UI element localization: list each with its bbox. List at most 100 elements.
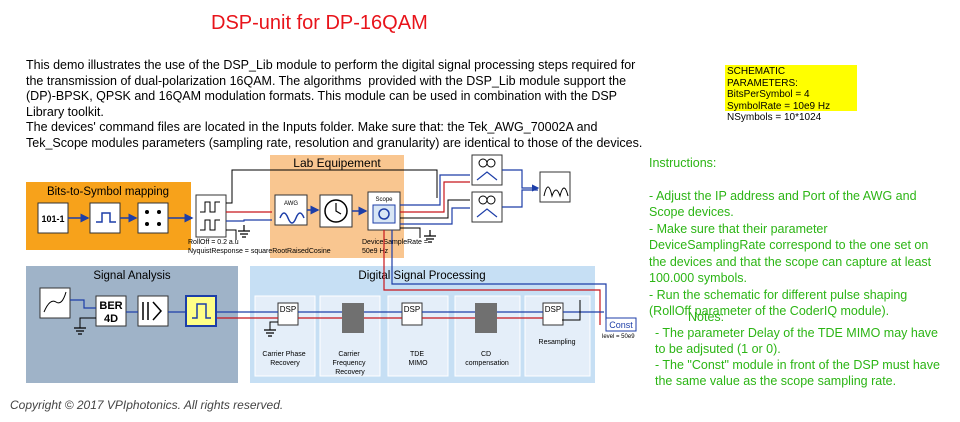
instruction-item: - Make sure that their parameter DeviceS… (649, 221, 935, 286)
wire (562, 300, 581, 321)
analysis-display-block[interactable] (39, 287, 71, 319)
notes-block: Notes: - The parameter Delay of the TDE … (655, 309, 950, 389)
curve-icon (43, 291, 67, 313)
wire (383, 230, 601, 325)
notes-heading: Notes: (688, 310, 725, 324)
note-item: - The "Const" module in front of the DSP… (655, 358, 944, 388)
coder-rolloff-param: RollOff = 0.2 a.u (188, 239, 239, 246)
wire (400, 207, 470, 225)
dsp-block-label: DSP (404, 305, 420, 314)
schematic-parameter: NSymbols = 10*1024 (727, 112, 822, 123)
dsp-group-title: Digital Signal Processing (358, 270, 485, 282)
ground-icon (74, 327, 86, 335)
wire (226, 229, 237, 240)
note-item: - The parameter Delay of the TDE MIMO ma… (655, 326, 942, 356)
decision-icon (142, 301, 163, 321)
schematic-parameters-box: SCHEMATIC PARAMETERS: BitsPerSymbol = 4 … (725, 65, 857, 123)
page-title: DSP-unit for DP-16QAM (211, 12, 428, 34)
instructions-heading: Instructions: (649, 156, 717, 170)
schematic-parameter: SymbolRate = 10e9 Hz (727, 100, 831, 112)
instruction-item: - Run the schematic for different pulse … (649, 287, 911, 319)
dsp-block[interactable] (542, 302, 564, 326)
scope-label: Scope (375, 197, 393, 203)
description-line: Library toolkit. (26, 104, 104, 119)
dsp-stage-label: Carrier Frequency Recovery (332, 351, 367, 376)
pulse-shaper-block[interactable] (195, 194, 227, 238)
instructions-block: Instructions: - Adjust the IP address an… (649, 155, 939, 320)
dsp-stage-label: TDE MIMO (408, 351, 428, 367)
clock-hands (335, 203, 342, 215)
wire (269, 321, 278, 330)
wire (400, 174, 470, 206)
copyright-text: Copyright © 2017 VPIphotonics. All right… (10, 398, 284, 412)
analyzer-icon (486, 158, 496, 168)
coder-block[interactable] (89, 202, 121, 234)
lab-equipment-title: Lab Equipement (293, 156, 381, 170)
description-line: Tek_Scope modules parameters (sampling r… (26, 135, 643, 150)
description-line: the transmission of dual-polarization 16… (26, 73, 627, 88)
dsp-stage-label: Carrier Phase Recovery (262, 351, 307, 367)
wire (502, 189, 538, 208)
analyzer-block[interactable] (471, 154, 503, 186)
spectrum-display-block[interactable] (539, 171, 571, 203)
symbol-mapper-block[interactable] (137, 202, 169, 234)
instruction-item: - Adjust the IP address and Port of the … (649, 188, 921, 220)
pulse-shape-icon (200, 219, 220, 231)
scope-rate-param: DeviceSampleRate = (362, 239, 428, 246)
const-block[interactable] (605, 317, 637, 332)
scope-screen-icon (378, 208, 390, 220)
dsp-block-label: DSP (545, 305, 561, 314)
wire (226, 219, 272, 222)
const-param: level = 50e9 (602, 334, 635, 340)
spectrum-icon (543, 186, 569, 198)
schematic-parameters-heading: SCHEMATIC PARAMETERS: (727, 66, 798, 89)
constellation-icon (145, 210, 161, 226)
ber-dim-label: 4D (104, 313, 118, 325)
bit-source-label: 101-1 (41, 214, 64, 224)
analyzer-icon (476, 208, 498, 218)
wire (70, 299, 96, 309)
schematic-parameter: BitsPerSymbol = 4 (727, 89, 810, 100)
signal-analysis-title: Signal Analysis (93, 270, 171, 282)
coder-nyquist-param: NyquistResponse = squareRootRaisedCosine (188, 248, 331, 255)
dsp-block[interactable] (277, 302, 299, 326)
analyzer-icon (476, 171, 498, 181)
wire (400, 227, 421, 238)
wire (79, 317, 96, 328)
dsp-block-label: DSP (280, 305, 296, 314)
wire (226, 169, 438, 204)
dsp-stage-label: CD compensation (465, 351, 509, 367)
analyzer-block[interactable] (471, 191, 503, 223)
description-block: This demo illustrates the use of the DSP… (26, 58, 666, 151)
description-line: The devices' command files are located i… (26, 120, 598, 134)
ber-label: BER (99, 300, 122, 312)
sine-wave-icon (279, 212, 305, 224)
description-line: (DP)-BPSK, QPSK and 16QAM modulation for… (26, 89, 618, 103)
ground-icon (424, 230, 436, 243)
ground-icon (264, 329, 276, 337)
dsp-stage-label: Resampling (539, 339, 576, 346)
ground-icon (238, 225, 250, 238)
lab-equipment-header (270, 155, 404, 169)
selected-block[interactable] (185, 295, 217, 327)
scope-screen-icon (372, 204, 396, 224)
dsp-block-disabled[interactable] (475, 303, 497, 333)
scope-rate-param: 50e9 Hz (362, 248, 389, 255)
coder-icon (96, 212, 116, 223)
wire (400, 199, 470, 219)
analyzer-icon (486, 195, 496, 205)
description-line: This demo illustrates the use of the DSP… (26, 58, 636, 72)
ber-block[interactable] (95, 295, 127, 327)
awg-label: AWG (284, 201, 298, 207)
awg-block[interactable] (274, 194, 308, 226)
const-label: Const (609, 320, 633, 330)
dsp-chain: DSP DSP DSP (277, 302, 564, 333)
dsp-block[interactable] (401, 302, 423, 326)
wire (502, 169, 540, 192)
dsp-block-disabled[interactable] (342, 303, 364, 333)
coder-icon (192, 303, 211, 319)
bits-to-symbol-title: Bits-to-Symbol mapping (47, 186, 169, 198)
pulse-shape-icon (200, 201, 220, 213)
wire (400, 181, 470, 213)
